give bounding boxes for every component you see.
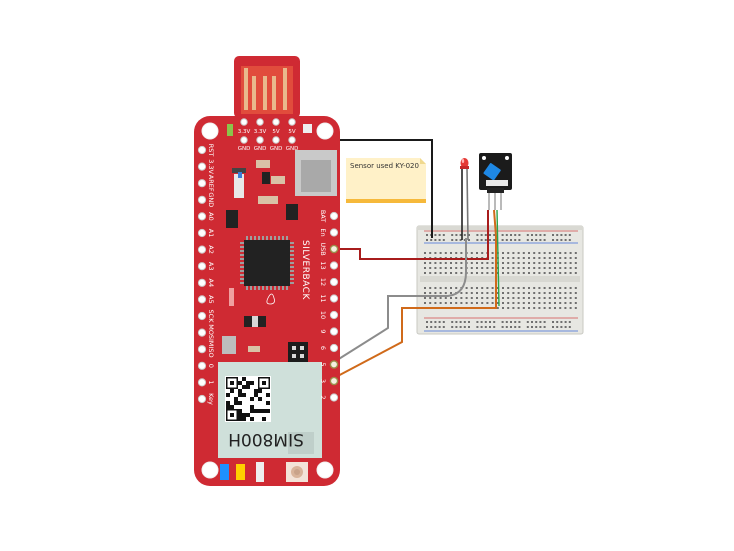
right-pin-label: BAT <box>319 210 327 222</box>
left-pin-hole[interactable] <box>197 262 207 271</box>
left-pin-hole[interactable] <box>197 195 207 204</box>
wire-pin3-orange[interactable] <box>333 209 497 379</box>
right-pin-label: 6 <box>319 346 327 350</box>
right-pin-hole[interactable] <box>329 393 339 402</box>
right-pin-hole[interactable] <box>329 343 339 353</box>
left-pin-label: 1 <box>207 380 215 384</box>
right-pin-hole[interactable] <box>329 261 339 270</box>
top-pin-hole[interactable] <box>256 118 264 126</box>
right-pin-label: 12 <box>319 278 327 286</box>
left-pin-label: A1 <box>207 229 215 238</box>
left-pin-hole[interactable] <box>197 311 207 321</box>
top-pin-label: GND <box>286 146 299 152</box>
top-pin-hole[interactable] <box>272 118 280 126</box>
left-pin-hole[interactable] <box>197 328 207 337</box>
right-pin-label: 3 <box>319 379 327 383</box>
top-pin-hole[interactable] <box>272 136 280 144</box>
right-pin-hole[interactable] <box>329 294 339 303</box>
left-pin-label: A5 <box>207 295 215 304</box>
right-pin-hole[interactable] <box>329 244 339 254</box>
left-pin-label: 0 <box>207 364 215 368</box>
board-name: SILVERBACK <box>300 240 310 300</box>
wire-sensor-green[interactable] <box>496 209 500 307</box>
left-pin-hole[interactable] <box>197 295 207 304</box>
left-pin-label: A0 <box>207 212 215 221</box>
left-pin-label: SCK <box>207 310 215 324</box>
top-pin-label: GND <box>238 146 251 152</box>
left-pin-hole[interactable] <box>197 212 207 221</box>
right-pin-label: 10 <box>319 311 327 319</box>
left-pin-label: A3 <box>207 262 215 271</box>
top-pin-label: 3.3V <box>238 129 251 135</box>
wires <box>294 139 500 379</box>
left-pin-hole[interactable] <box>197 228 207 238</box>
left-pin-hole[interactable] <box>197 378 207 387</box>
left-pin-hole[interactable] <box>197 361 207 370</box>
left-pin-label: Key <box>207 393 215 405</box>
left-pin-label: GND <box>207 192 215 207</box>
note-text: Sensor used KY-020 <box>350 162 419 170</box>
top-pin-hole[interactable] <box>240 118 248 126</box>
right-pin-hole[interactable] <box>329 228 339 237</box>
led <box>460 158 469 241</box>
right-pin-label: 13 <box>319 261 327 269</box>
right-pin-hole[interactable] <box>329 327 339 336</box>
microcontroller <box>244 240 290 286</box>
top-header: 3.3V GND 3.3V GND 5V GND 5V GND <box>238 118 299 152</box>
left-pin-label: A4 <box>207 279 215 288</box>
right-pin-label: 11 <box>319 294 327 302</box>
left-pin-hole[interactable] <box>197 278 207 287</box>
top-pin-hole[interactable] <box>240 136 248 144</box>
left-pin-hole[interactable] <box>197 145 207 155</box>
left-pin-label: AREF <box>207 175 215 192</box>
top-pin-hole[interactable] <box>288 118 296 126</box>
right-pin-label: 2 <box>319 395 327 399</box>
tilt-sensor-module <box>479 153 512 210</box>
right-pin-hole[interactable] <box>329 376 339 386</box>
left-pin-hole[interactable] <box>197 345 207 354</box>
top-pin-label: 5V <box>272 129 279 135</box>
left-pin-hole[interactable] <box>197 162 207 171</box>
right-pin-label: En <box>319 228 327 236</box>
right-pin-label: 5 <box>319 362 327 366</box>
right-pin-label: 9 <box>319 329 327 333</box>
top-pin-hole[interactable] <box>256 136 264 144</box>
wire-pin5-gray[interactable] <box>333 238 467 363</box>
left-pin-label: RST <box>207 144 215 157</box>
left-pin-label: MOSI <box>207 324 215 341</box>
left-pin-hole[interactable] <box>197 245 207 254</box>
left-pin-hole[interactable] <box>197 179 207 188</box>
top-pin-label: 3.3V <box>254 129 267 135</box>
note: Sensor used KY-020 <box>346 158 426 203</box>
top-pin-label: GND <box>254 146 267 152</box>
right-pin-hole[interactable] <box>329 310 339 320</box>
top-pin-hole[interactable] <box>288 136 296 144</box>
left-pin-label: A2 <box>207 245 215 254</box>
silverback-board: SIM800H SILVERBACK 3.3V GND 3.3V GND 5V GND 5V… <box>194 56 340 486</box>
right-pin-label: USB <box>319 242 327 255</box>
right-pin-hole[interactable] <box>329 277 339 287</box>
top-pin-label: 5V <box>288 129 295 135</box>
right-pin-hole[interactable] <box>329 211 339 221</box>
left-pin-label: MISO <box>207 341 215 358</box>
left-pin-label: 3.3V <box>207 159 215 174</box>
breadboard <box>416 225 584 335</box>
top-pin-label: GND <box>270 146 283 152</box>
module-name: SIM800H <box>228 429 304 449</box>
right-pin-hole[interactable] <box>329 360 339 369</box>
left-pin-hole[interactable] <box>197 394 207 404</box>
wire-usb-red[interactable] <box>334 210 489 260</box>
